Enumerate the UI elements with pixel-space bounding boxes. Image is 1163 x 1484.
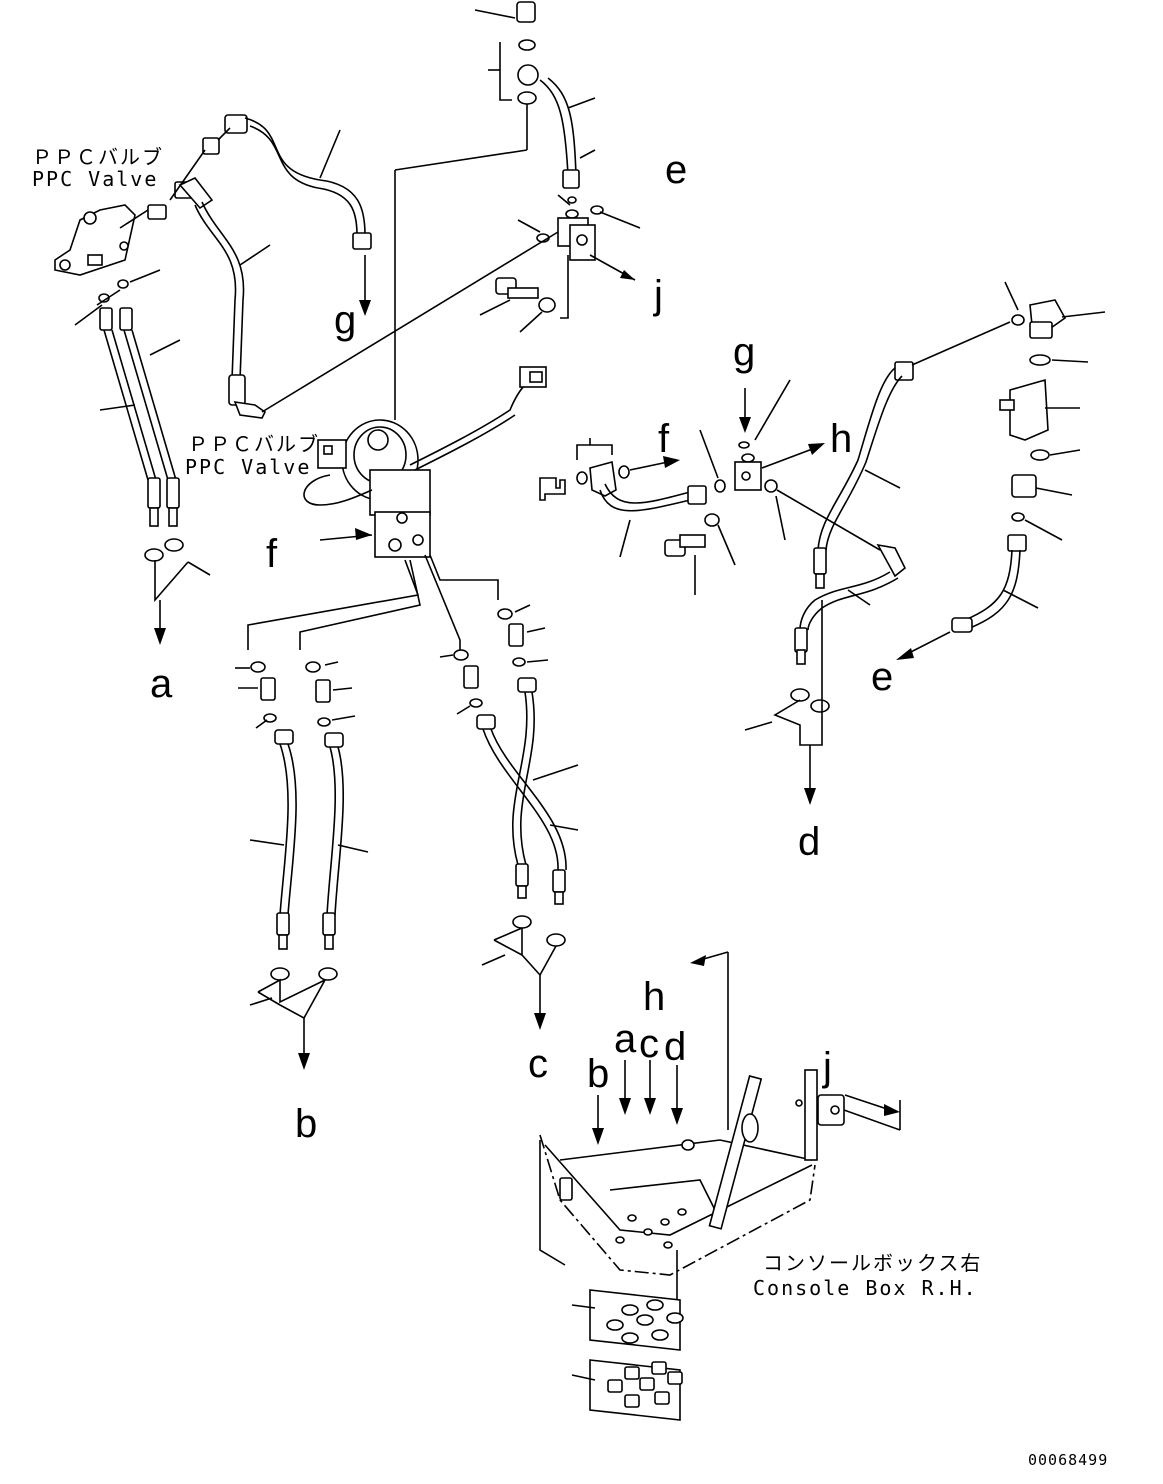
- ppc-valve-label-en-upper: PPC Valve: [32, 167, 158, 191]
- top-fitting-stack: [394, 1, 539, 420]
- hose-upper-right: [539, 77, 596, 189]
- console-box-label-en: Console Box R.H.: [753, 1276, 978, 1300]
- letter-a-console: a: [614, 1017, 637, 1061]
- letter-a-left: a: [150, 662, 173, 706]
- letter-j-top: j: [653, 273, 663, 317]
- letter-h-right: h: [830, 417, 852, 461]
- fitting-stack-right: [896, 281, 1106, 660]
- letter-e-top: e: [665, 148, 687, 192]
- hoses-to-d: [744, 321, 1011, 805]
- hoses-to-b: [235, 661, 369, 1070]
- central-ppc-valve: [247, 366, 547, 650]
- ppc-valve-label-jp-upper: ＰＰＣバルブ: [32, 145, 164, 169]
- console-box: [539, 951, 901, 1320]
- letter-f-right: f: [658, 417, 670, 461]
- letter-h-bottom: h: [643, 975, 665, 1019]
- letter-f-center: f: [266, 532, 278, 576]
- hoses-to-c: [439, 604, 579, 1030]
- washer-group: [571, 1289, 684, 1351]
- hose-pair-left: [74, 269, 211, 645]
- letter-j-bottom: j: [822, 1045, 832, 1089]
- text-labels: ＰＰＣバルブ PPC Valve ＰＰＣバルブ PPC Valve コンソールボ…: [32, 145, 1108, 1469]
- hose-top-long: [244, 117, 372, 316]
- elbow-block-f: [539, 438, 707, 558]
- letter-g-right: g: [733, 330, 755, 374]
- letter-c-console: c: [639, 1022, 659, 1066]
- drawing-number: 00068499: [1028, 1451, 1108, 1469]
- letter-b-console: b: [587, 1052, 609, 1096]
- console-box-label-jp: コンソールボックス右: [763, 1251, 982, 1275]
- letter-d-console: d: [664, 1025, 686, 1069]
- letter-d-right: d: [798, 820, 820, 864]
- tee-block-h: [664, 379, 825, 595]
- letter-c-left: c: [528, 1042, 548, 1086]
- tee-block-upper: [517, 149, 641, 319]
- nut-group: [571, 1359, 683, 1421]
- ppc-valve-label-jp-lower: ＰＰＣバルブ: [188, 432, 320, 456]
- ppc-valve-upper-left: [54, 114, 248, 276]
- letter-g-left: g: [334, 298, 356, 342]
- letter-b-left: b: [295, 1102, 317, 1146]
- bolt-and-washer: [479, 277, 556, 333]
- hose-left-drop: [178, 177, 559, 419]
- letter-e-right: e: [871, 655, 893, 699]
- ppc-valve-label-en-lower: PPC Valve: [185, 455, 311, 479]
